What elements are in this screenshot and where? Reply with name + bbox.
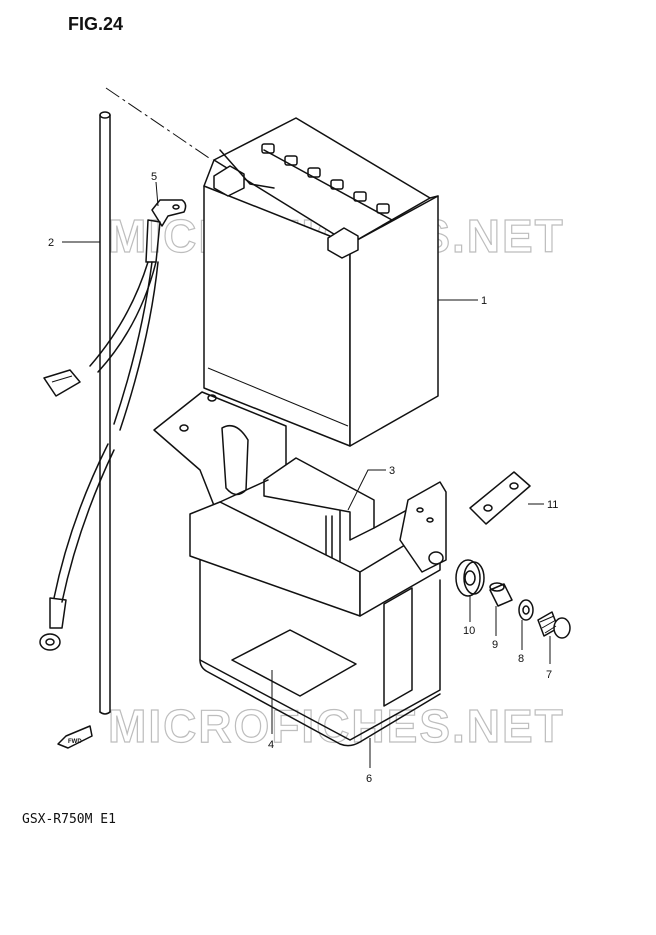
callout-9: 9 — [492, 639, 498, 651]
battery-case — [189, 479, 447, 747]
fwd-label: FWD — [68, 739, 82, 745]
callout-2: 2 — [48, 237, 54, 249]
watermark-bottom: MICROFICHES.NET — [108, 700, 565, 752]
battery — [203, 117, 439, 447]
breather-hose — [99, 111, 111, 715]
callout-6: 6 — [366, 773, 372, 785]
callout-11: 11 — [547, 499, 558, 511]
washer — [518, 599, 534, 621]
forward-arrow-icon: FWD — [57, 725, 93, 749]
spacer — [489, 582, 513, 607]
figure-title: FIG.24 — [68, 14, 124, 34]
callouts: 1 2 3 4 5 6 7 8 9 10 — [48, 171, 558, 785]
callout-3: 3 — [389, 465, 395, 477]
screw — [537, 611, 571, 639]
callout-4: 4 — [268, 739, 274, 751]
callout-5: 5 — [151, 171, 157, 183]
cushion-plate — [469, 471, 531, 525]
assembly-line — [105, 87, 213, 161]
grommet — [455, 559, 485, 597]
callout-8: 8 — [518, 653, 524, 665]
battery-cable — [39, 199, 187, 651]
battery-holder — [153, 391, 375, 585]
callout-7: 7 — [546, 669, 552, 681]
callout-10: 10 — [463, 625, 475, 637]
model-label: GSX-R750M E1 — [22, 812, 116, 827]
callout-1: 1 — [481, 295, 487, 307]
